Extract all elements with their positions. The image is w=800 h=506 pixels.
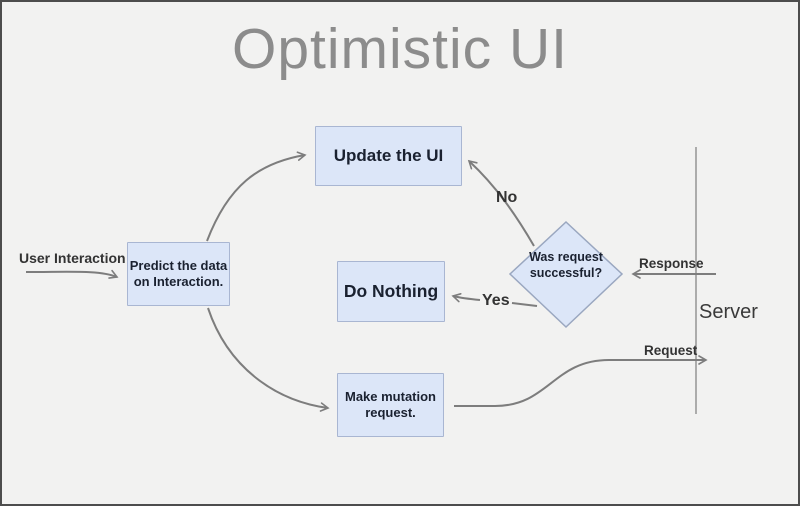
node-make-mutation: Make mutation request.: [337, 373, 444, 437]
node-make-mutation-line1: Make mutation: [344, 388, 436, 404]
decision-label-line2: successful?: [529, 266, 603, 281]
label-server: Server: [699, 301, 758, 323]
node-update-ui-label: Update the UI: [333, 146, 444, 166]
edge-yes-dash: [511, 302, 538, 307]
edge-no: [467, 159, 535, 247]
label-no: No: [496, 189, 518, 206]
label-yes: Yes: [482, 292, 510, 309]
node-update-ui: Update the UI: [315, 126, 462, 186]
edge-user-interaction: [25, 269, 119, 279]
label-response: Response: [639, 256, 704, 271]
edge-predict-to-update: [206, 151, 307, 242]
node-predict-data-line2: on Interaction.: [133, 274, 224, 289]
decision-label-line1: Was request: [529, 250, 603, 264]
node-do-nothing-label: Do Nothing: [343, 280, 439, 301]
edge-yes: [451, 293, 481, 303]
edge-predict-to-mutation: [207, 307, 330, 412]
node-predict-data: Predict the data on Interaction.: [127, 242, 230, 306]
label-request: Request: [644, 343, 698, 358]
edge-request: [454, 355, 708, 407]
node-do-nothing: Do Nothing: [337, 261, 445, 322]
page-title: Optimistic UI: [231, 17, 569, 81]
label-user-interaction: User Interaction: [19, 250, 126, 266]
decision-diamond: [508, 220, 624, 329]
decision-label: Was request successful?: [508, 249, 624, 282]
node-predict-data-line1: Predict the data: [129, 257, 228, 273]
node-make-mutation-line2: request.: [365, 405, 416, 420]
